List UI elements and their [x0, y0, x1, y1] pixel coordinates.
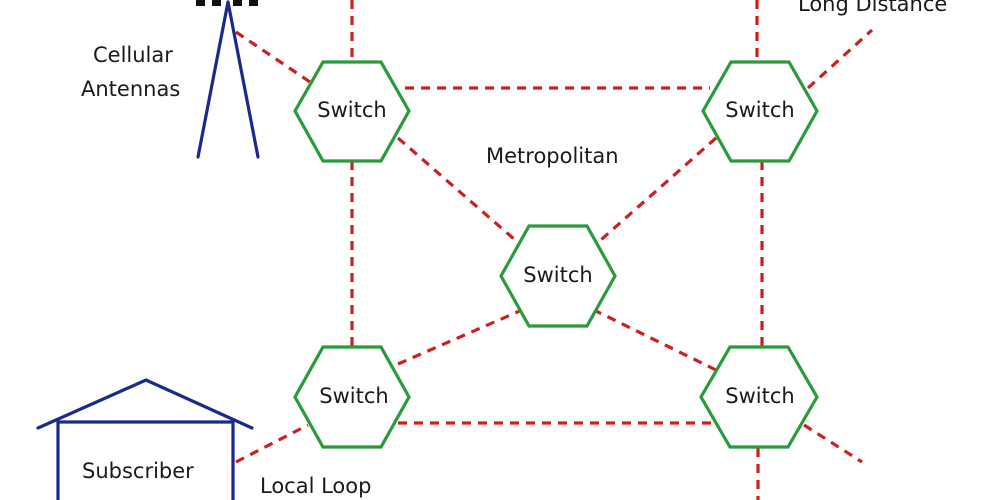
cellular-label-line2: Antennas — [81, 77, 180, 101]
link-bl-subscriber — [235, 423, 309, 464]
long-distance-label: Long Distance — [798, 0, 947, 16]
subscriber-label: Subscriber — [82, 459, 194, 483]
cellular-label-line1: Cellular — [93, 43, 173, 67]
link-br-offscreen — [803, 423, 863, 464]
links — [235, 0, 874, 500]
subscriber-house-icon — [36, 378, 254, 500]
switch-bottom-left: Switch — [293, 345, 411, 449]
cellular-antenna-icon — [196, 0, 260, 159]
link-br-center — [593, 308, 717, 372]
link-tr-center — [592, 136, 718, 248]
local-loop-label: Local Loop — [260, 474, 371, 498]
switch-label: Switch — [725, 384, 794, 408]
switch-label: Switch — [317, 98, 386, 122]
switch-bottom-right: Switch — [699, 345, 819, 449]
metropolitan-label: Metropolitan — [486, 144, 619, 168]
switch-top-right: Switch — [701, 60, 819, 163]
switch-center: Switch — [499, 224, 617, 328]
switch-label: Switch — [319, 384, 388, 408]
link-tl-antenna — [235, 30, 311, 84]
link-tl-center — [396, 136, 524, 248]
switch-top-left: Switch — [293, 60, 411, 163]
switch-label: Switch — [725, 98, 794, 122]
link-tr-long-distance — [806, 28, 874, 90]
switch-label: Switch — [523, 263, 592, 287]
link-bl-center — [397, 308, 523, 366]
